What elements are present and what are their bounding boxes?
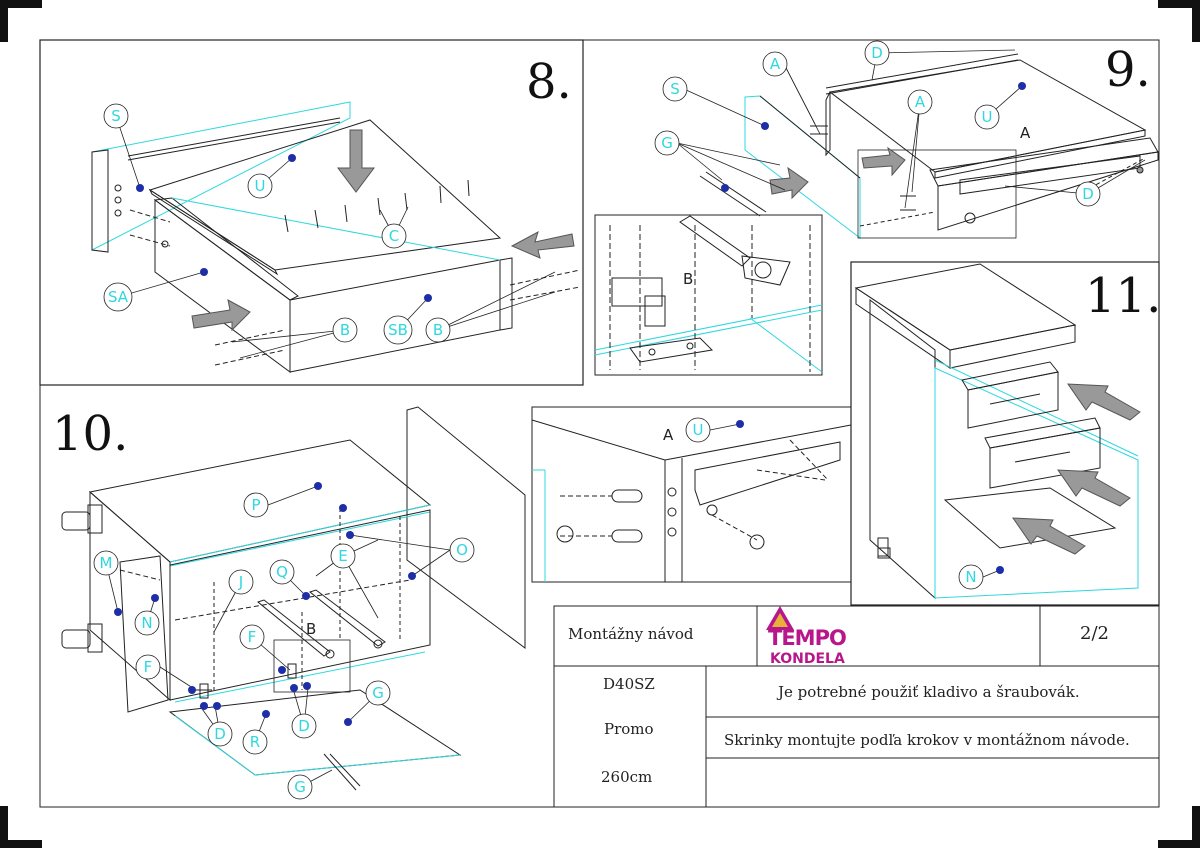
- tempo-logo-icon: [766, 606, 794, 630]
- label-circles: [93, 40, 1101, 800]
- callout-a-step9: A: [1020, 124, 1031, 142]
- step11-arrows: [1012, 383, 1141, 555]
- callout-b-detail: B: [683, 270, 693, 288]
- label-texts: S U C SA B SB B S G A D A U D U P M N J …: [100, 44, 1094, 796]
- label-a-step9-left: A: [770, 55, 781, 73]
- assembly-note: Skrinky montujte podľa krokov v montážno…: [724, 731, 1130, 749]
- label-g-step9: G: [661, 134, 673, 152]
- label-n-step10: N: [141, 614, 152, 632]
- step-number-9: 9.: [1105, 42, 1151, 98]
- label-d-step9-right: D: [1082, 185, 1094, 203]
- label-o-step10: O: [456, 541, 468, 559]
- step10-detail-b-frame: [273, 639, 351, 693]
- detail-b-drawing: [594, 215, 823, 373]
- label-s-step8: S: [111, 107, 121, 125]
- product-size: 260cm: [601, 768, 653, 786]
- label-m-step10: M: [100, 554, 113, 572]
- step8-drawing: [91, 101, 581, 373]
- label-a-step9-right: A: [915, 93, 926, 111]
- step-number-8: 8.: [526, 54, 572, 110]
- step9-leaders: [676, 49, 1146, 209]
- series-name: Promo: [604, 720, 654, 738]
- page-number: 2/2: [1080, 623, 1109, 644]
- label-u-step8: U: [255, 177, 266, 195]
- detail-a-box: [531, 406, 852, 583]
- label-d-step10-left: D: [214, 725, 226, 743]
- label-d-step9-top: D: [871, 44, 883, 62]
- detail-a-drawing: [531, 419, 852, 582]
- label-b-step8-left: B: [340, 321, 350, 339]
- step9-arrows: [769, 146, 906, 200]
- callout-a-detail: A: [663, 426, 674, 444]
- step-number-11: 11.: [1085, 268, 1161, 324]
- label-p-step10: P: [251, 496, 260, 514]
- label-f-step10-right: F: [248, 628, 257, 646]
- model-code: D40SZ: [603, 675, 655, 693]
- title-block: [553, 605, 1160, 808]
- label-j-step10: J: [238, 573, 243, 591]
- step11-dot: [996, 566, 1004, 574]
- label-u-step9: U: [982, 108, 993, 126]
- step8-leaders: [115, 115, 556, 359]
- label-f-step10-left: F: [144, 658, 153, 676]
- label-g-step10-bottom: G: [294, 778, 306, 796]
- detail-a-dot: [736, 420, 744, 428]
- label-r-step10: R: [250, 733, 260, 751]
- step8-arrows: [191, 129, 575, 332]
- label-q-step10: Q: [276, 563, 288, 581]
- step9-detail-a-frame: [857, 149, 1017, 239]
- label-sa-step8: SA: [108, 288, 129, 306]
- detail-a-leaders: [709, 423, 741, 431]
- step9-drawing: [699, 53, 1159, 240]
- step10-dots: [114, 482, 416, 726]
- logo-kondela-text: KONDELA: [770, 651, 845, 667]
- step-number-10: 10.: [52, 406, 128, 462]
- detail-b-box: [594, 214, 823, 376]
- label-sb-step8: SB: [388, 321, 408, 339]
- label-n-step11: N: [965, 568, 976, 586]
- step11-drawing: [854, 263, 1139, 600]
- label-d-step10-right: D: [298, 717, 310, 735]
- logo-tempo-text: TEMPO: [768, 626, 847, 650]
- label-u-detail-a: U: [693, 421, 704, 439]
- step9-dots: [721, 82, 1026, 192]
- label-g-step10-top: G: [372, 684, 384, 702]
- step10-drawing: [61, 406, 526, 791]
- callout-b-step10: B: [306, 620, 316, 638]
- label-s-step9: S: [670, 80, 680, 98]
- label-e-step10: E: [338, 547, 347, 565]
- tools-note: Je potrebné použiť kladivo a šraubovák.: [778, 683, 1080, 701]
- step8-dots: [136, 154, 432, 302]
- label-c-step8: C: [389, 227, 399, 245]
- label-b-step8-right: B: [433, 321, 443, 339]
- title-label: Montážny návod: [568, 625, 694, 643]
- panel-step-8: [39, 39, 584, 386]
- step10-leaders: [105, 485, 451, 788]
